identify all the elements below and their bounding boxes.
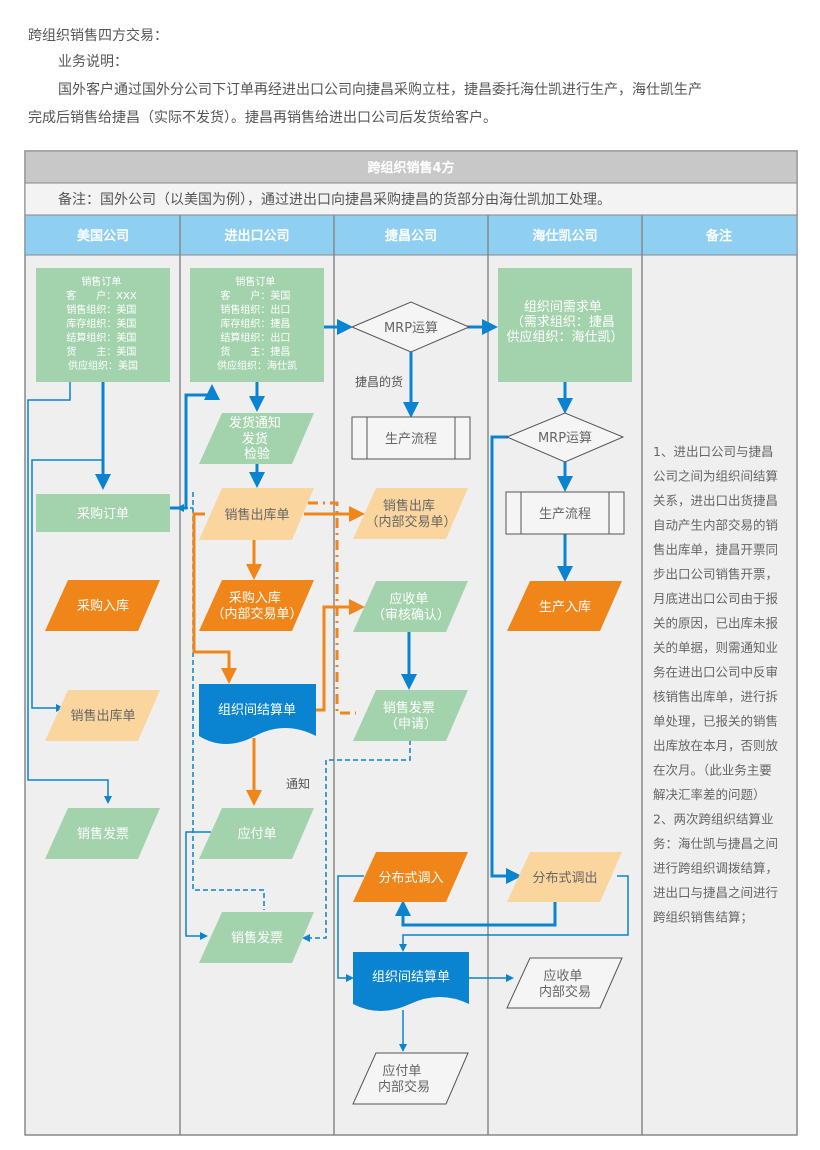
us-purchase-receipt-node[interactable]: 采购入库 — [45, 580, 160, 631]
ie-ship-notice-node[interactable]: 发货通知 发货 检验 — [199, 413, 314, 464]
lane-header-import-export: 进出口公司 — [224, 228, 289, 244]
hsk-mrp-decision-node[interactable]: MRP运算 — [505, 412, 625, 463]
note-line: 月底进出口公司由于报 — [653, 591, 779, 606]
lane-headers: 美国公司 进出口公司 捷昌公司 海仕凯公司 备注 — [24, 214, 798, 256]
svg-text:销售订单 客 户：美国 销售组织：: 销售订单 客 户：美国 销售组织：出口 库存组织：捷昌 结算组织：出口 货 主：… — [217, 275, 297, 372]
intro-paragraph-line2: 完成后销售给捷昌（实际不发货）。捷昌再销售给进出口公司后发货给客户。 — [28, 110, 497, 126]
note-line: 自动产生内部交易的销 — [653, 518, 778, 533]
note-line: 出库放在本月，否则放 — [653, 738, 779, 753]
lane-dividers — [179, 215, 643, 1135]
jc-sales-outbound-node[interactable]: 销售出库 （内部交易单） — [353, 488, 468, 539]
note-line: 核销售出库单，进行拆 — [653, 689, 778, 704]
note-line: 务：海仕凯与捷昌之间 — [653, 836, 778, 851]
svg-text:组织间结算单: 组织间结算单 — [218, 703, 296, 718]
svg-text:生产流程: 生产流程 — [539, 507, 591, 522]
svg-text:应收单 内部交易: 应收单 内部交易 — [539, 968, 591, 1000]
jc-transfer-in-node[interactable]: 分布式调入 — [353, 852, 468, 902]
notify-label: 通知 — [286, 777, 310, 791]
svg-text:销售出库单: 销售出库单 — [70, 708, 135, 724]
note-line: 关的单据，则需通知业 — [653, 640, 778, 655]
note-line: 1、进出口公司与捷昌 — [653, 444, 773, 459]
svg-text:分布式调入: 分布式调入 — [378, 871, 443, 886]
svg-text:生产入库: 生产入库 — [539, 599, 591, 615]
jc-receivable-node[interactable]: 应收单 （审核确认） — [353, 581, 468, 632]
ie-sales-order-node[interactable]: 销售订单 客 户：美国 销售组织：出口 库存组织：捷昌 结算组织：出口 货 主：… — [190, 268, 324, 382]
note-line: 关系，进出口出货捷昌 — [653, 493, 778, 508]
svg-text:应收单 （审核确认）: 应收单 （审核确认） — [372, 591, 450, 623]
note-line: 进出口与捷昌之间进行 — [653, 885, 778, 900]
svg-text:分布式调出: 分布式调出 — [532, 871, 597, 886]
us-sales-invoice-node[interactable]: 销售发票 — [45, 808, 160, 859]
ie-sales-outbound-node[interactable]: 销售出库单 — [199, 488, 314, 540]
hsk-transfer-out-node[interactable]: 分布式调出 — [507, 852, 622, 902]
us-purchase-order-node[interactable]: 采购订单 — [36, 494, 170, 532]
svg-text:销售发票: 销售发票 — [77, 826, 129, 842]
intro-title: 跨组织销售四方交易： — [28, 28, 168, 44]
jc-goods-label: 捷昌的货 — [355, 374, 403, 389]
remark-bar — [24, 182, 798, 216]
ie-settlement-node[interactable]: 组织间结算单 — [199, 684, 316, 744]
note-line: 单处理，已报关的销售 — [653, 714, 778, 729]
us-sales-outbound-node[interactable]: 销售出库单 — [45, 690, 160, 741]
intro-paragraph-line1: 国外客户通过国外分公司下订单再经进出口公司向捷昌采购立柱，捷昌委托海仕凯进行生产… — [58, 82, 702, 98]
svg-text:销售出库 （内部交易单）: 销售出库 （内部交易单） — [365, 498, 456, 530]
ie-sales-invoice-node[interactable]: 销售发票 — [199, 912, 314, 963]
note-line: 解决汇率差的问题） — [653, 787, 766, 802]
svg-text:发货通知 发货 检验: 发货通知 发货 检验 — [229, 415, 285, 462]
intro-subtitle: 业务说明： — [58, 54, 128, 70]
svg-text:组织间结算单: 组织间结算单 — [372, 970, 450, 985]
note-line: 售出库单，捷昌开票同 — [653, 542, 778, 557]
svg-text:采购入库: 采购入库 — [77, 598, 129, 614]
diagram-title: 跨组织销售4方 — [367, 160, 454, 176]
note-line: 跨组织销售结算； — [653, 910, 753, 925]
hsk-demand-node[interactable]: 组织间需求单 （需求组织：捷昌 供应组织：海仕凯） — [498, 268, 632, 382]
note-line: 2、两次跨组织结算业 — [653, 812, 773, 827]
svg-text:采购入库 （内部交易单）: 采购入库 （内部交易单） — [211, 590, 302, 622]
svg-text:MRP运算: MRP运算 — [384, 321, 438, 336]
note-line: 务在进出口公司中反审 — [653, 665, 778, 680]
svg-text:销售发票 （申请）: 销售发票 （申请） — [383, 700, 439, 732]
ie-payable-node[interactable]: 应付单 — [199, 808, 314, 859]
svg-text:应付单 内部交易: 应付单 内部交易 — [378, 1063, 430, 1095]
notes-text: 1、进出口公司与捷昌公司之间为组织间结算关系，进出口出货捷昌自动产生内部交易的销… — [653, 444, 779, 925]
svg-text:组织间需求单 （需求组织：捷昌 供应: 组织间需求单 （需求组织：捷昌 供应组织：海仕凯） — [506, 300, 623, 345]
us-sales-order-node[interactable]: 销售订单 客 户：XXX 销售组织：美国 库存组织：美国 结算组织：美国 货 主… — [36, 268, 170, 382]
jc-production-node[interactable]: 生产流程 — [351, 416, 471, 460]
diagram-remark: 备注：国外公司（以美国为例），通过进出口向捷昌采购捷昌的货部分由海仕凯加工处理。 — [58, 191, 611, 208]
hsk-production-receipt-node[interactable]: 生产入库 — [507, 581, 622, 631]
note-line: 关的原因，已出库未报 — [653, 616, 779, 631]
jc-mrp-decision-node[interactable]: MRP运算 — [350, 301, 471, 353]
note-line: 在次月。（此业务主要 — [653, 763, 772, 778]
diagram-title-bar — [24, 150, 798, 184]
lane-header-notes: 备注 — [705, 228, 732, 244]
svg-text:销售发票: 销售发票 — [231, 930, 283, 946]
lane-header-jiechang: 捷昌公司 — [385, 228, 437, 244]
svg-text:应付单: 应付单 — [237, 826, 276, 842]
jc-payable-internal-node[interactable]: 应付单 内部交易 — [352, 1052, 469, 1105]
connectors — [27, 319, 629, 1052]
jc-sales-invoice-node[interactable]: 销售发票 （申请） — [353, 690, 468, 741]
ie-purchase-receipt-node[interactable]: 采购入库 （内部交易单） — [199, 580, 314, 631]
svg-text:生产流程: 生产流程 — [385, 432, 437, 447]
hsk-receivable-internal-node[interactable]: 应收单 内部交易 — [506, 957, 623, 1009]
hsk-production-node[interactable]: 生产流程 — [505, 491, 625, 535]
note-line: 步出口公司销售开票， — [653, 567, 778, 582]
lane-header-us: 美国公司 — [77, 228, 129, 244]
svg-text:采购订单: 采购订单 — [77, 506, 129, 522]
svg-text:MRP运算: MRP运算 — [538, 431, 592, 446]
note-line: 公司之间为组织间结算 — [653, 469, 778, 484]
lane-header-haishikai: 海仕凯公司 — [532, 228, 597, 244]
note-line: 进行跨组织调拨结算， — [653, 861, 778, 876]
jc-settlement-node[interactable]: 组织间结算单 — [353, 952, 469, 1011]
svg-text:销售出库单: 销售出库单 — [224, 507, 289, 523]
svg-text:销售订单 客 户：XXX 销售组织: 销售订单 客 户：XXX 销售组织：美国 库存组织：美国 结算组织：美国 货 主… — [66, 275, 140, 372]
